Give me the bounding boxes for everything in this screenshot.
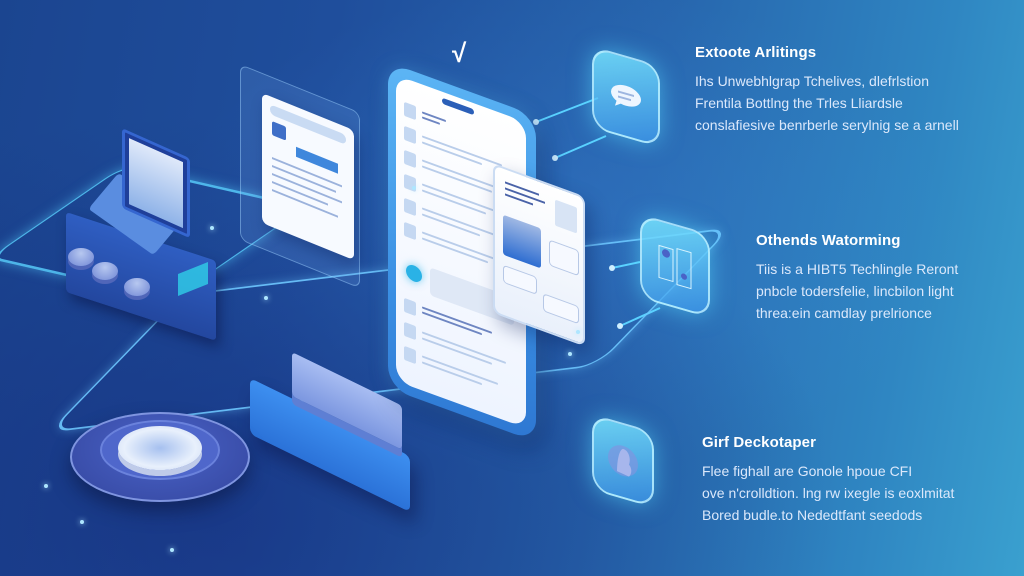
phone-speaker: [442, 97, 474, 116]
feature-block-2: Othends Watorming Tiis is a HIBT5 Techli…: [756, 232, 958, 324]
circuit-board-icon: [640, 214, 710, 319]
feature-text-line: Ihs Unwebhlgrap Tchelives, dlefrlstion: [695, 73, 929, 89]
feature-title: Othends Watorming: [756, 232, 901, 249]
sparkle-icon: [568, 352, 572, 356]
feature-title: Girf Deckotaper: [702, 434, 817, 451]
chat-bubble-icon: [592, 46, 660, 148]
feature-text-line: threa:ein camdlay prelrionce: [756, 305, 932, 321]
phone-action-icon: [406, 262, 422, 285]
feature-text-line: pnbcle todersfelie, lincbilon light: [756, 283, 954, 299]
feature-block-1: Extoote Arlitings Ihs Unwebhlgrap Tcheli…: [695, 44, 959, 136]
feature-text-line: ove n'crolldtion. lng rw ixegle is eoxlm…: [702, 485, 955, 501]
image-placeholder-icon: [555, 199, 577, 234]
sparkle-icon: [412, 186, 416, 190]
server-puck-icon: [124, 278, 150, 296]
sparkle-icon: [44, 484, 48, 488]
feature-text-line: conslafiesive benrberle serylnig se a ar…: [695, 117, 959, 133]
feature-text-line: Tiis is a HIBT5 Techlingle Reront: [756, 261, 959, 277]
feature-text-line: Bored budle.to Nededtfant seedods: [702, 507, 923, 523]
user-profile-icon: [592, 414, 654, 508]
feature-title: Extoote Arlitings: [695, 44, 817, 61]
server-puck-icon: [92, 262, 118, 280]
feature-text-line: Flee fighall are Gonole hpoue CFI: [702, 463, 913, 479]
sparkle-icon: [264, 296, 268, 300]
sparkle-icon: [210, 226, 214, 230]
sparkle-icon: [80, 520, 84, 524]
image-thumbnail-icon: [503, 214, 541, 269]
feature-block-3: Girf Deckotaper Flee fighall are Gonole …: [702, 434, 954, 526]
feature-text-line: Frentila Bottlng the Trles Lliardsle: [695, 95, 903, 111]
sparkle-icon: [576, 330, 580, 334]
checkmark-icon: √: [452, 38, 467, 68]
server-puck-icon: [68, 248, 94, 266]
sparkle-icon: [170, 548, 174, 552]
hub-disc-top: [118, 426, 202, 470]
